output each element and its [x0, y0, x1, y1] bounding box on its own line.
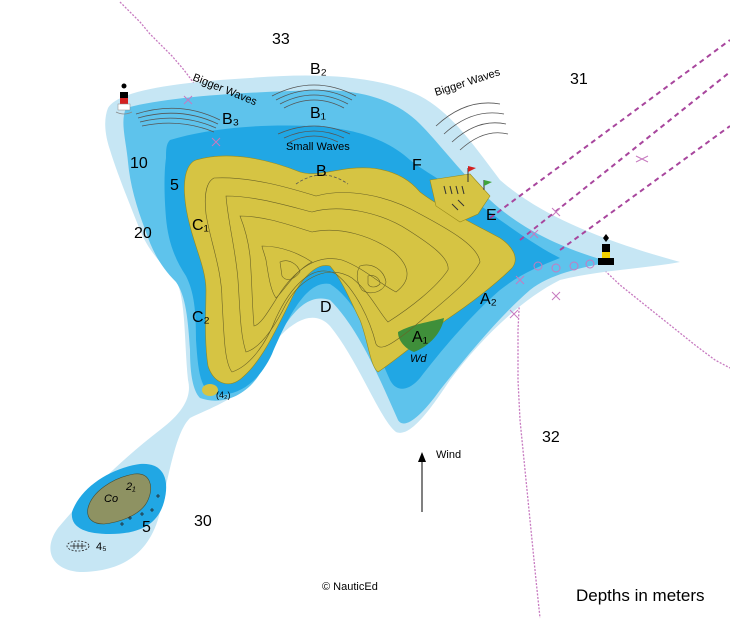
submarine-cable-north [119, 1, 225, 153]
rock [202, 384, 218, 396]
depth-label-5-north: 5 [170, 177, 179, 194]
copyright-icon: © [322, 581, 331, 593]
area-label-a2: A₂ [480, 291, 497, 308]
area-label-e: E [486, 207, 497, 224]
wind-arrow-icon [418, 452, 426, 512]
lighthouse-west-icon [115, 83, 133, 115]
copyright-notice: © NauticEd [322, 581, 378, 593]
area-label-d: D [320, 299, 332, 316]
area-label-b: B [316, 163, 327, 180]
islet [87, 473, 151, 525]
harbour-entrance-red-mark [467, 166, 476, 182]
wave-lines-b1 [277, 125, 351, 143]
marina-pontoons [443, 185, 465, 211]
wave-lines-b2 [271, 84, 357, 109]
lighthouse-east-icon [598, 234, 614, 265]
area-label-c2: C₂ [192, 309, 210, 326]
cable-buoys [533, 259, 595, 273]
no-anchoring-marks [183, 95, 649, 319]
depth-label-20: 20 [134, 225, 152, 242]
marina [429, 173, 491, 223]
wave-lines-b3 [135, 107, 221, 133]
rocks-crosses [120, 494, 160, 526]
wreck-depth-label: 4₅ [96, 541, 107, 553]
submarine-cable-south [517, 261, 541, 619]
depth-label-33: 33 [272, 31, 290, 48]
depth-units-legend: Depths in meters [576, 586, 705, 605]
depth-label-30: 30 [194, 513, 212, 530]
small-waves-label: Small Waves [286, 141, 350, 153]
submarine-cable-east [599, 265, 730, 369]
area-label-b1: B₁ [310, 105, 326, 122]
bigger-waves-right-label: Bigger Waves [433, 66, 502, 99]
depth-label-32: 32 [542, 429, 560, 446]
depth-label-5-islet: 5 [142, 519, 151, 536]
area-label-b3: B₃ [222, 111, 239, 128]
area-label-b2: B₂ [310, 61, 327, 78]
islet-nature-label: Co [104, 493, 118, 505]
drying-area [398, 318, 444, 352]
wind-label: Wind [436, 449, 461, 461]
depth-label-31: 31 [570, 71, 588, 88]
wave-lines-ne [435, 102, 509, 151]
island-contours [204, 177, 481, 373]
area-label-a1: A₁ [412, 329, 428, 346]
wd-label: Wd [410, 353, 427, 365]
area-label-c1: C₁ [192, 217, 209, 234]
wave-lines-b [295, 174, 349, 185]
copyright-label: NauticEd [333, 581, 378, 593]
depth-label-10: 10 [130, 155, 148, 172]
area-label-f: F [412, 157, 422, 174]
wreck-icon [66, 540, 90, 552]
recommended-route [489, 39, 730, 251]
harbour-entrance-green-mark [483, 180, 492, 190]
rock-depth-label: (4₂) [216, 390, 231, 400]
islet-height-label: 2₁ [125, 481, 136, 493]
